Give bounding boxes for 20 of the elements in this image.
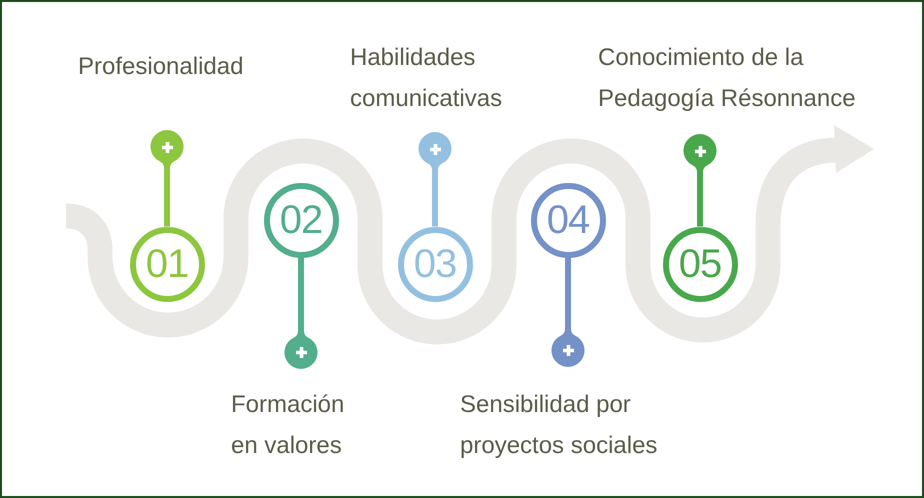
step-label: Habilidades comunicativas (350, 43, 504, 114)
step-label: Sensibilidad por proyectos sociales (460, 390, 658, 461)
pin-marker (683, 134, 717, 178)
step-number: 03 (414, 244, 456, 284)
pin-stem (164, 174, 170, 226)
step-number: 01 (146, 244, 188, 284)
step-number: 04 (546, 200, 590, 240)
pin-stem (298, 258, 304, 325)
pin-marker (418, 132, 452, 176)
pin-stem (697, 178, 703, 226)
pin-stem (565, 258, 571, 323)
step-number: 02 (280, 200, 322, 240)
step-label: Conocimiento de la Pedagogía Résonnance (598, 43, 857, 114)
step-number: 05 (678, 244, 722, 284)
step-label: Profesionalidad (78, 52, 244, 82)
step-label: Formación en valores (231, 390, 346, 461)
pin-marker (284, 325, 318, 369)
pin-marker (150, 130, 184, 174)
pin-stem (432, 176, 438, 226)
pin-marker (551, 323, 585, 367)
